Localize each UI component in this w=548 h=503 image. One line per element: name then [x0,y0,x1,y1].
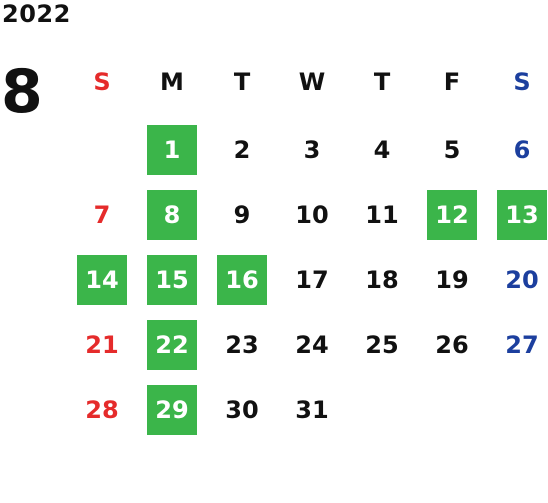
day-cell-27: 27 [505,331,539,359]
weekday-wed: W [298,68,326,96]
day-cell-14: 14 [77,255,127,305]
weekday-thu: T [373,68,391,96]
day-cell-25: 25 [365,331,399,359]
day-cell-2: 2 [233,136,251,164]
year-label: 2022 [2,0,71,28]
day-cell-20: 20 [505,266,539,294]
day-cell-28: 28 [85,396,119,424]
day-cell-13: 13 [497,190,547,240]
day-cell-29: 29 [147,385,197,435]
day-cell-23: 23 [225,331,259,359]
day-cell-1: 1 [147,125,197,175]
day-cell-31: 31 [295,396,329,424]
weekday-sat: S [513,68,531,96]
day-cell-15: 15 [147,255,197,305]
day-cell-11: 11 [365,201,399,229]
day-cell-8: 8 [147,190,197,240]
day-cell-18: 18 [365,266,399,294]
day-cell-9: 9 [233,201,251,229]
day-cell-24: 24 [295,331,329,359]
day-cell-22: 22 [147,320,197,370]
day-cell-16: 16 [217,255,267,305]
day-cell-10: 10 [295,201,329,229]
weekday-header: S M T W T F S [0,62,548,102]
day-cell-3: 3 [303,136,321,164]
day-cell-12: 12 [427,190,477,240]
day-cell-19: 19 [435,266,469,294]
day-cell-30: 30 [225,396,259,424]
day-cell-4: 4 [373,136,391,164]
day-cell-21: 21 [85,331,119,359]
weekday-fri: F [443,68,461,96]
day-cell-6: 6 [513,136,531,164]
day-cell-7: 7 [93,201,111,229]
day-cell-5: 5 [443,136,461,164]
weekday-mon: M [160,68,184,96]
weekday-tue: T [233,68,251,96]
day-cell-17: 17 [295,266,329,294]
weekday-sun: S [93,68,111,96]
month-number: 8 [1,57,43,127]
day-cell-26: 26 [435,331,469,359]
